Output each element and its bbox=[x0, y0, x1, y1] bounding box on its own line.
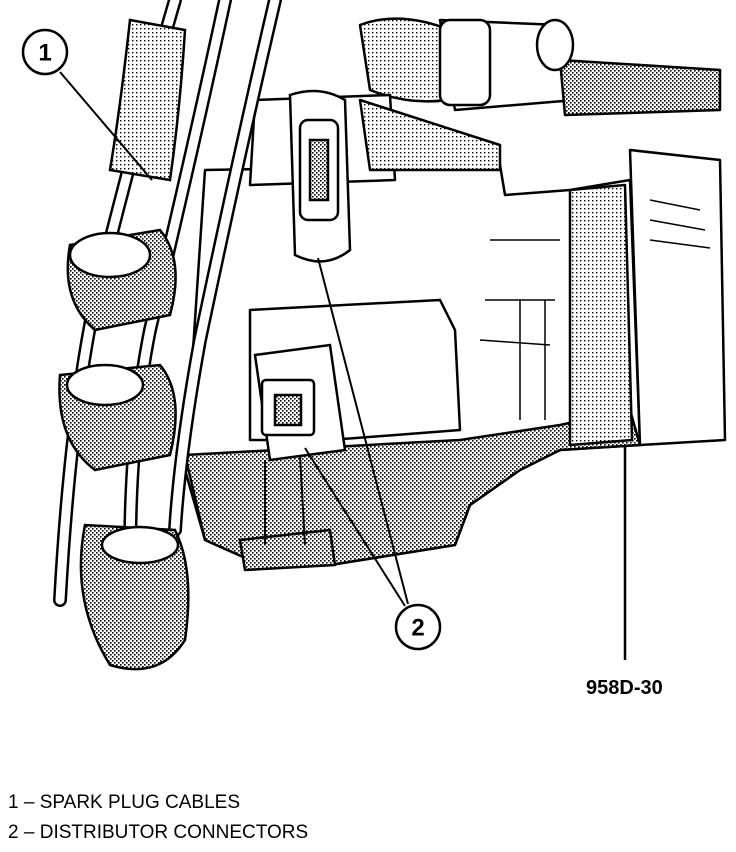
spark-plug-cables bbox=[53, 0, 282, 671]
callout-2-leader-upper bbox=[317, 257, 409, 605]
figure-id: 958D-30 bbox=[586, 677, 663, 699]
lower-distributor-connector bbox=[253, 343, 347, 546]
legend: 1 – SPARK PLUG CABLES 2 – DISTRIBUTOR CO… bbox=[8, 788, 308, 848]
callout-2: 2 bbox=[304, 257, 442, 651]
legend-item-number: 2 bbox=[8, 822, 19, 843]
callout-2-circle bbox=[394, 603, 442, 651]
legend-item-separator: – bbox=[23, 792, 35, 813]
callout-1-number: 1 bbox=[38, 40, 51, 67]
legend-item: 1 – SPARK PLUG CABLES bbox=[8, 788, 308, 818]
legend-item: 2 – DISTRIBUTOR CONNECTORS bbox=[8, 818, 308, 848]
legend-item-separator: – bbox=[23, 822, 35, 843]
callout-2-number: 2 bbox=[411, 615, 424, 642]
callout-1-circle bbox=[21, 28, 69, 76]
callout-1-leader bbox=[59, 71, 153, 181]
callout-1: 1 bbox=[21, 28, 153, 181]
upper-distributor-connector bbox=[288, 89, 352, 263]
legend-item-text: DISTRIBUTOR CONNECTORS bbox=[39, 822, 309, 843]
callout-2-leader-lower bbox=[304, 447, 406, 607]
legend-item-text: SPARK PLUG CABLES bbox=[39, 792, 240, 813]
distributor-body bbox=[183, 17, 727, 660]
legend-item-number: 1 bbox=[8, 792, 19, 813]
